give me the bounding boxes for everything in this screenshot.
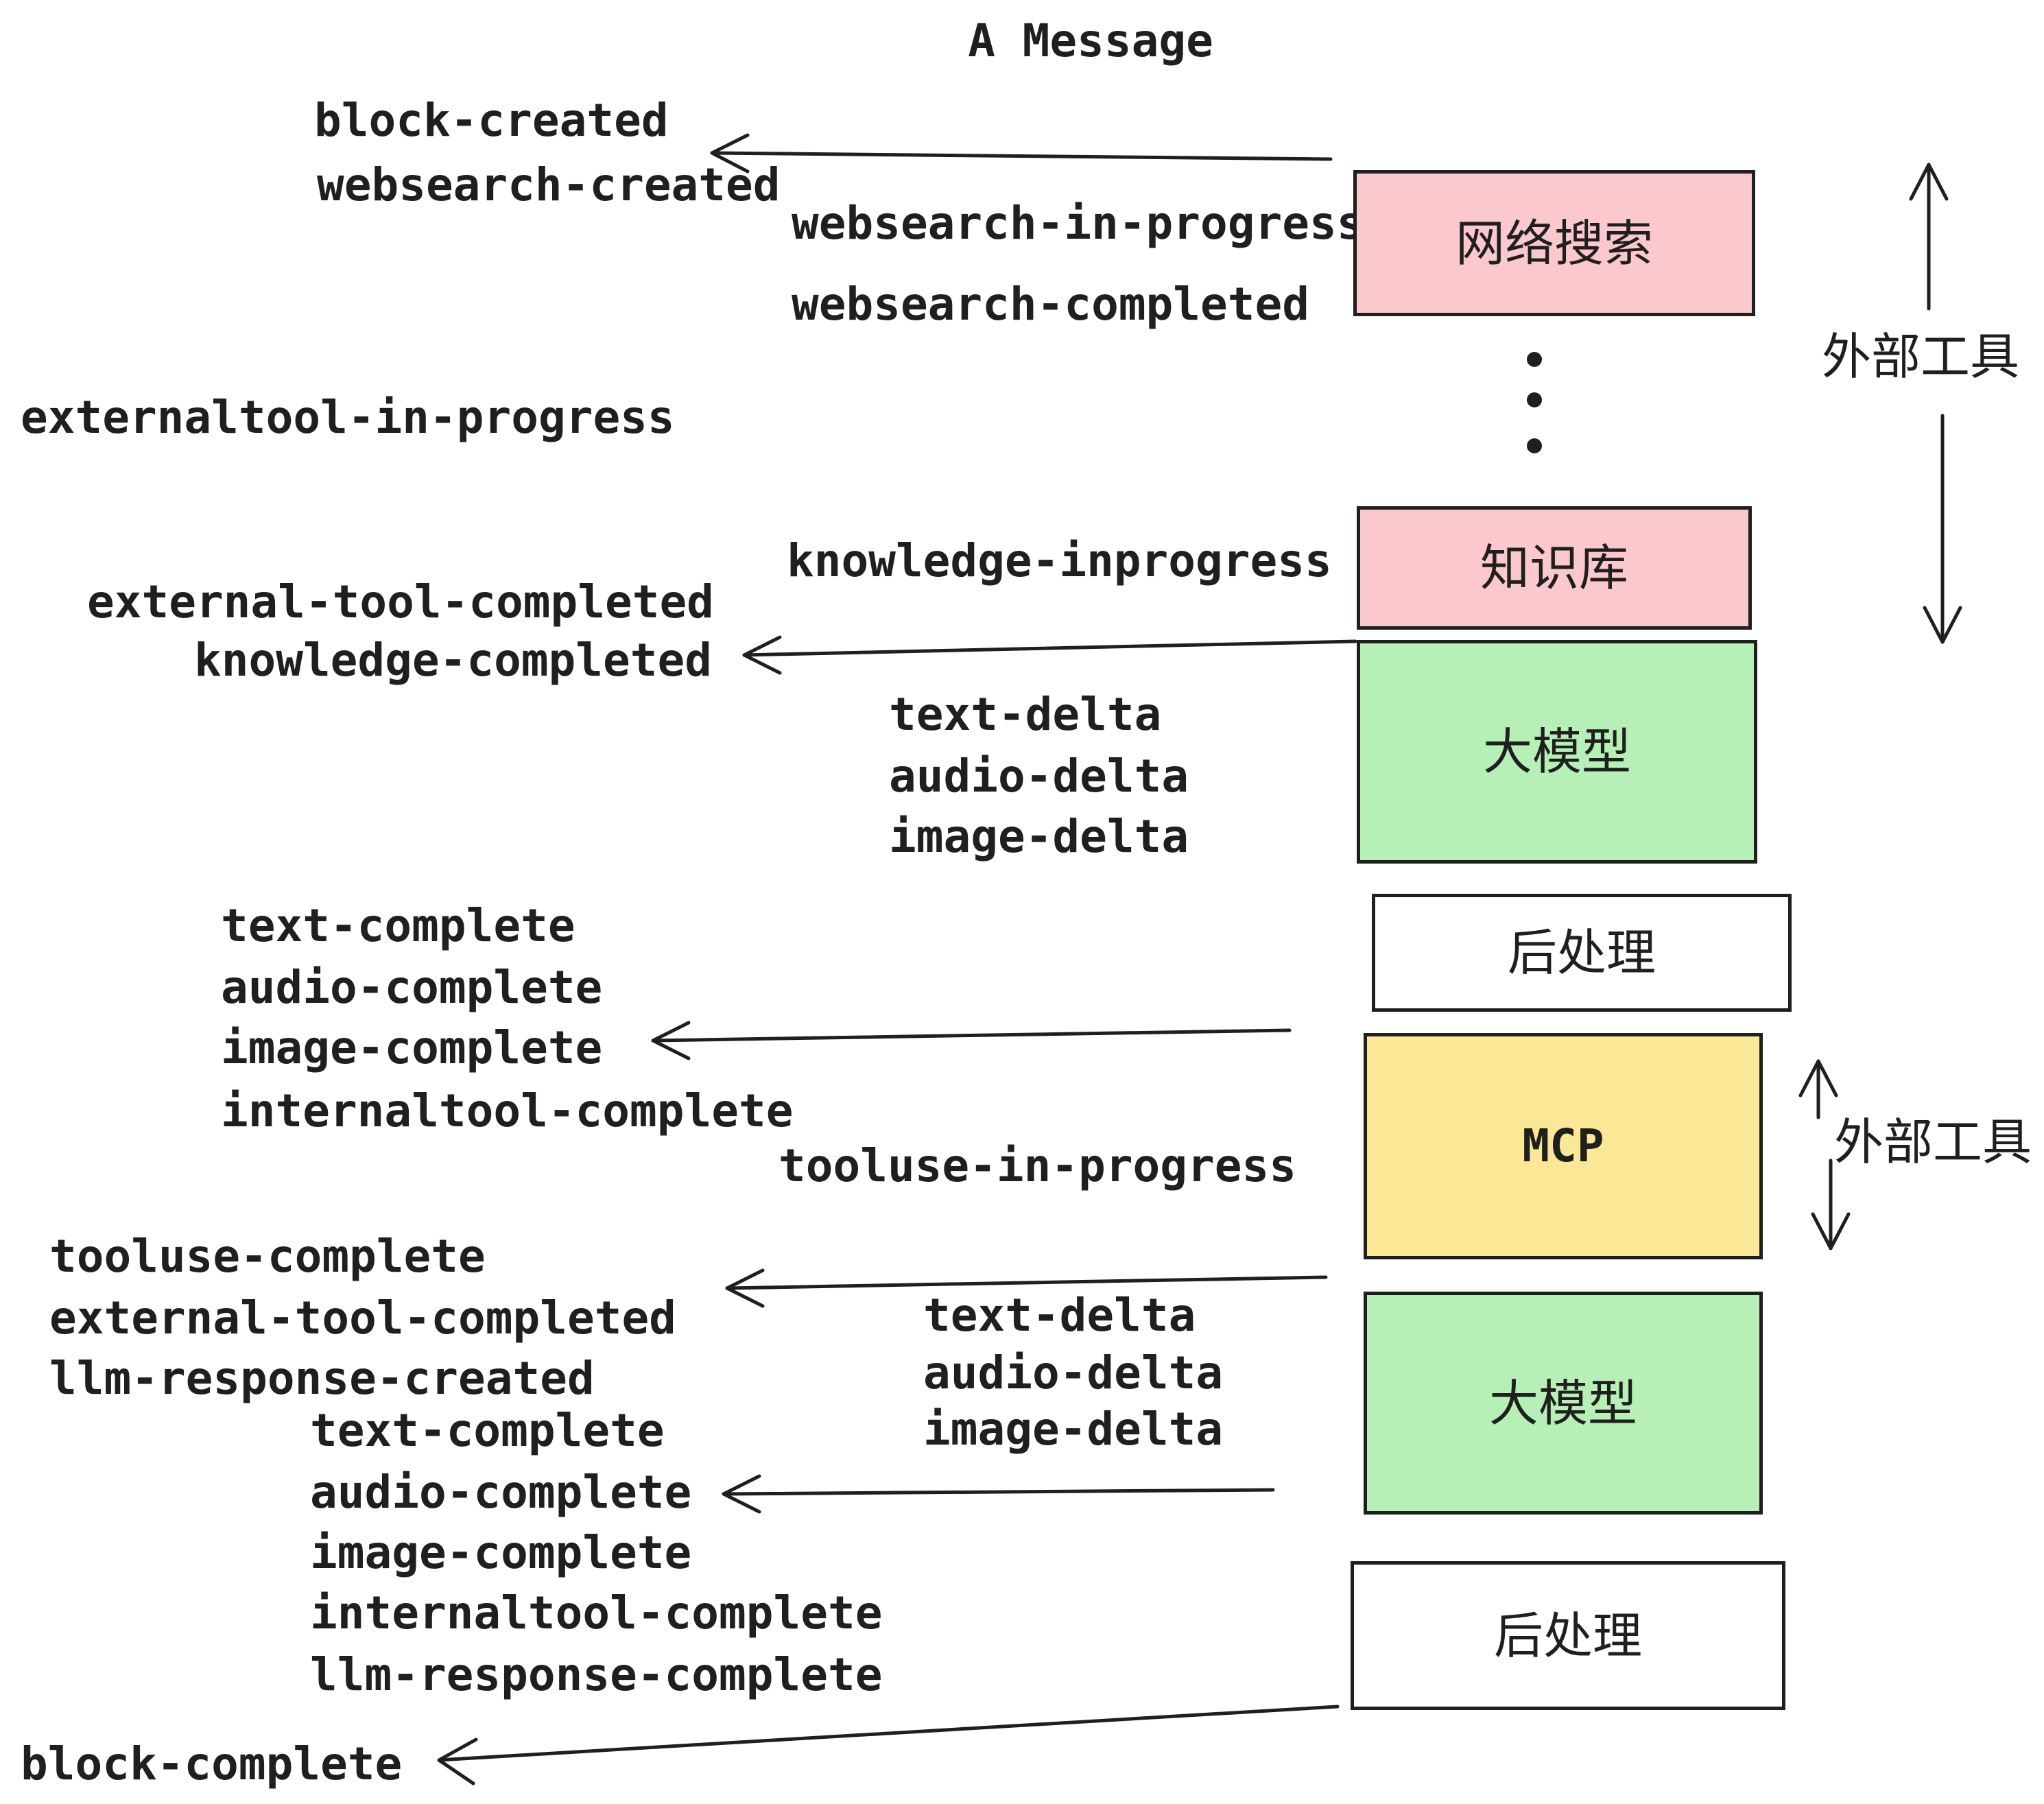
arrow-line-to-image-complete: [651, 1028, 1292, 1043]
box-knowledge-label: 知识库: [1479, 539, 1628, 597]
event-label-internaltool-complete-2: internaltool-complete: [310, 1587, 883, 1639]
box-llm-2: 大模型: [1364, 1292, 1763, 1515]
event-label-text-delta-1: text-delta: [889, 688, 1162, 741]
event-label-text-delta-2: text-delta: [923, 1289, 1196, 1342]
box-llm-2-label: 大模型: [1488, 1374, 1637, 1432]
arrowhead-to-tooluse-complete: [725, 1268, 765, 1308]
event-label-audio-complete-1: audio-complete: [221, 961, 603, 1014]
box-postprocess-1-label: 后处理: [1507, 924, 1656, 982]
event-label-audio-delta-1: audio-delta: [889, 750, 1189, 803]
box-knowledge: 知识库: [1357, 506, 1752, 630]
event-label-image-delta-1: image-delta: [889, 810, 1189, 863]
event-label-image-delta-2: image-delta: [923, 1403, 1224, 1456]
box-llm-1: 大模型: [1357, 640, 1757, 864]
event-label-audio-delta-2: audio-delta: [923, 1346, 1224, 1399]
event-label-websearch-in-progress: websearch-in-progress: [792, 197, 1364, 250]
double-arrow-bottom-down-head: [1811, 1212, 1851, 1250]
event-label-text-complete-2: text-complete: [310, 1404, 665, 1457]
label-external-tools-top: 外部工具: [1822, 328, 2020, 385]
arrowhead-to-audio-complete: [722, 1474, 761, 1514]
event-label-text-complete-1: text-complete: [221, 899, 575, 952]
event-label-image-complete-2: image-complete: [310, 1526, 692, 1579]
arrowhead-to-image-complete: [651, 1021, 691, 1060]
box-websearch-label: 网络搜索: [1455, 214, 1653, 272]
ellipsis-dot: [1527, 438, 1542, 453]
event-label-knowledge-inprogress: knowledge-inprogress: [787, 534, 1332, 587]
event-label-tooluse-complete: tooluse-complete: [49, 1230, 486, 1283]
event-label-externaltool-in-progress: externaltool-in-progress: [21, 391, 675, 444]
event-label-websearch-created: websearch-created: [317, 158, 781, 211]
arrow-line-to-audio-complete: [722, 1488, 1275, 1496]
event-label-audio-complete-2: audio-complete: [310, 1466, 692, 1519]
label-external-tools-bottom: 外部工具: [1834, 1113, 2032, 1171]
box-llm-1-label: 大模型: [1482, 723, 1631, 781]
event-label-tooluse-in-progress: tooluse-in-progress: [779, 1139, 1296, 1192]
arrow-line-to-block-created: [710, 151, 1333, 161]
double-arrow-top-up-head: [1909, 163, 1949, 201]
event-label-knowledge-completed: knowledge-completed: [194, 634, 712, 687]
arrowhead-to-knowledge-completed: [742, 635, 782, 675]
box-postprocess-2: 后处理: [1351, 1561, 1785, 1710]
box-postprocess-2-label: 后处理: [1493, 1606, 1642, 1665]
ellipsis-dots: [1527, 352, 1542, 453]
arrowhead-to-block-complete: [437, 1737, 478, 1785]
event-label-block-complete: block-complete: [21, 1737, 403, 1790]
event-label-external-tool-completed-1: external-tool-completed: [87, 575, 714, 628]
event-label-internaltool-complete-1: internaltool-complete: [221, 1084, 794, 1137]
event-label-llm-response-complete: llm-response-complete: [310, 1648, 883, 1701]
box-mcp-label: MCP: [1522, 1119, 1604, 1172]
arrow-line-to-block-complete: [437, 1705, 1340, 1762]
diagram-title: A Message: [968, 14, 1213, 67]
event-label-llm-response-created: llm-response-created: [49, 1352, 595, 1405]
ellipsis-dot: [1527, 352, 1542, 367]
box-mcp: MCP: [1364, 1033, 1763, 1259]
box-postprocess-1: 后处理: [1372, 894, 1792, 1012]
event-label-external-tool-completed-2: external-tool-completed: [49, 1292, 676, 1344]
ellipsis-dot: [1527, 392, 1542, 407]
event-label-image-complete-1: image-complete: [221, 1021, 603, 1074]
event-label-block-created: block-created: [314, 94, 669, 147]
arrow-line-to-tooluse-complete: [725, 1275, 1328, 1290]
double-arrow-top-down-head: [1923, 606, 1962, 644]
box-websearch: 网络搜索: [1353, 170, 1755, 316]
arrow-line-to-knowledge-completed: [742, 639, 1357, 657]
event-label-websearch-completed: websearch-completed: [792, 278, 1309, 331]
double-arrow-bottom-up-head: [1798, 1059, 1838, 1097]
